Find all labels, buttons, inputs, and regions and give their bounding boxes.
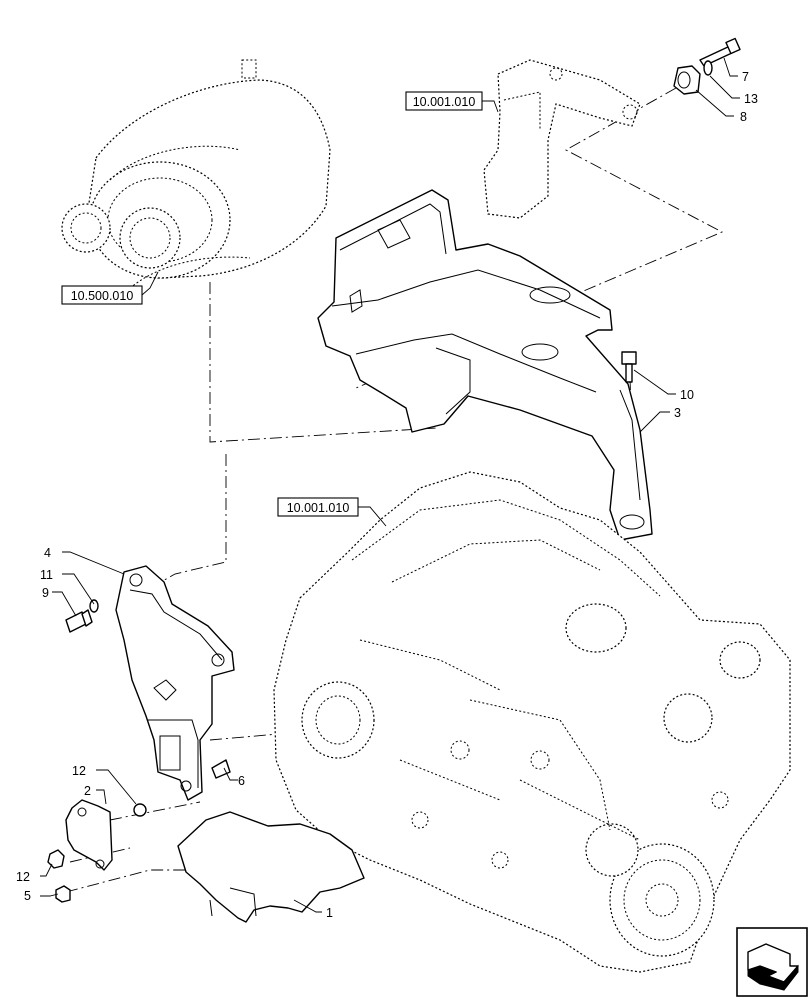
callout-2: 2	[84, 784, 107, 805]
side-bracket	[115, 565, 235, 801]
fasteners	[47, 37, 741, 903]
svg-text:10.500.010: 10.500.010	[71, 289, 134, 303]
svg-text:12: 12	[72, 764, 86, 778]
callout-6: 6	[223, 767, 245, 788]
svg-text:7: 7	[742, 70, 749, 84]
svg-text:13: 13	[744, 92, 758, 106]
callout-10: 10	[633, 369, 694, 402]
arrow-corner-icon[interactable]	[736, 927, 808, 997]
svg-text:10: 10	[680, 388, 694, 402]
svg-text:6: 6	[238, 774, 245, 788]
callout-11: 11	[40, 568, 95, 605]
upper-bracket-ghost	[483, 59, 641, 219]
svg-text:2: 2	[84, 784, 91, 798]
callout-13: 13	[709, 75, 758, 106]
svg-text:1: 1	[326, 906, 333, 920]
svg-text:4: 4	[44, 546, 51, 560]
callout-12-upper: 12	[72, 764, 137, 805]
ref-10-001-010-upper[interactable]: 10.001.010	[405, 91, 499, 113]
svg-text:3: 3	[674, 406, 681, 420]
svg-text:9: 9	[42, 586, 49, 600]
ref-10-001-010-engine[interactable]: 10.001.010	[277, 497, 387, 527]
svg-text:10.001.010: 10.001.010	[413, 95, 476, 109]
callout-5: 5	[24, 889, 59, 903]
small-bracket	[65, 799, 113, 871]
tank-assembly	[61, 59, 331, 301]
callout-1: 1	[293, 899, 333, 920]
svg-text:11: 11	[40, 568, 53, 582]
callout-7: 7	[723, 57, 749, 84]
svg-text:8: 8	[740, 110, 747, 124]
svg-text:12: 12	[16, 870, 30, 884]
callout-8: 8	[695, 89, 747, 124]
support-bracket	[317, 189, 653, 541]
heat-shield	[177, 811, 365, 923]
svg-text:5: 5	[24, 889, 31, 903]
ref-10-500-010[interactable]: 10.500.010	[61, 271, 159, 305]
engine-ghost	[273, 471, 791, 973]
callout-3: 3	[639, 406, 681, 433]
callout-9: 9	[42, 586, 77, 617]
callout-4: 4	[44, 546, 125, 575]
callout-12-lower: 12	[16, 863, 53, 884]
svg-text:10.001.010: 10.001.010	[287, 501, 350, 515]
